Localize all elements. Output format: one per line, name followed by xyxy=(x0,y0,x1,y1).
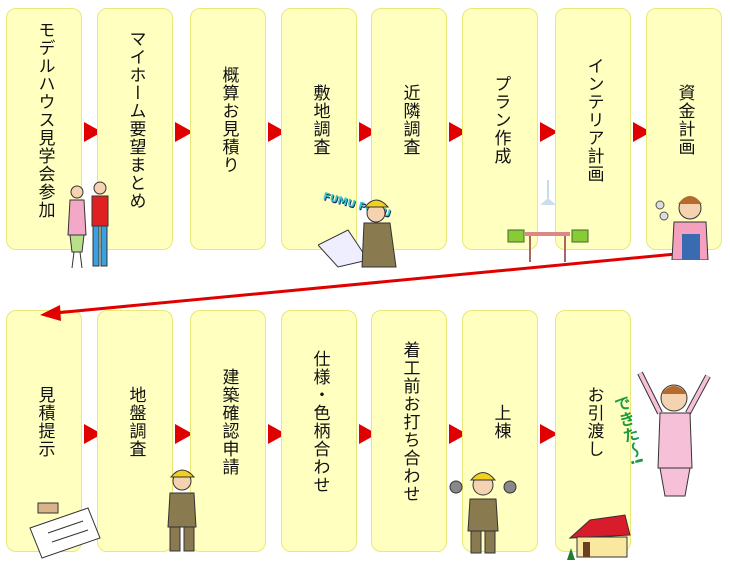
step-label: 見積提示 xyxy=(34,386,55,458)
step-label: 資金計画 xyxy=(674,84,695,156)
step-box: 概算お見積り xyxy=(190,8,266,250)
dining-set-illustration xyxy=(507,180,589,262)
estimate-documents-illustration xyxy=(29,502,101,559)
next-step-arrow-icon xyxy=(540,424,558,444)
step-box: マイホーム要望まとめ xyxy=(97,8,173,250)
step-label: プラン作成 xyxy=(490,75,511,165)
step-label: お引渡し xyxy=(583,386,604,458)
step-label: 仕様・色柄合わせ xyxy=(309,350,330,494)
step-box: 着工前お打ち合わせ xyxy=(371,310,447,552)
step-label: 敷地調査 xyxy=(309,84,330,156)
next-step-arrow-icon xyxy=(175,122,193,142)
jumping-woman-illustration xyxy=(637,371,711,497)
step-label: 建築確認申請 xyxy=(218,368,239,476)
step-box: プラン作成 xyxy=(462,8,538,250)
worker-thumbs-up-illustration xyxy=(449,472,517,554)
woman-calculator-illustration xyxy=(655,196,709,260)
next-step-arrow-icon xyxy=(540,122,558,142)
step-box: 仕様・色柄合わせ xyxy=(281,310,357,552)
step-label: インテリア計画 xyxy=(583,57,604,183)
worker-illustration xyxy=(167,469,197,552)
couple-illustration xyxy=(67,181,109,269)
step-box: インテリア計画 xyxy=(555,8,631,250)
step-label: モデルハウス見学会参加 xyxy=(34,21,55,219)
next-step-arrow-icon xyxy=(175,424,193,444)
step-label: 地盤調査 xyxy=(125,386,146,458)
step-label: 上棟 xyxy=(490,404,511,440)
step-box: お引渡し xyxy=(555,310,631,552)
surveyor-illustration xyxy=(318,199,397,268)
step-label: 近隣調査 xyxy=(399,84,420,156)
step-box: 敷地調査 xyxy=(281,8,357,250)
step-label: マイホーム要望まとめ xyxy=(125,30,146,210)
step-box: 地盤調査 xyxy=(97,310,173,552)
house-illustration xyxy=(567,514,631,560)
step-box: モデルハウス見学会参加 xyxy=(6,8,82,250)
step-box: 建築確認申請 xyxy=(190,310,266,552)
step-label: 概算お見積り xyxy=(218,66,239,174)
step-label: 着工前お打ち合わせ xyxy=(399,341,420,503)
